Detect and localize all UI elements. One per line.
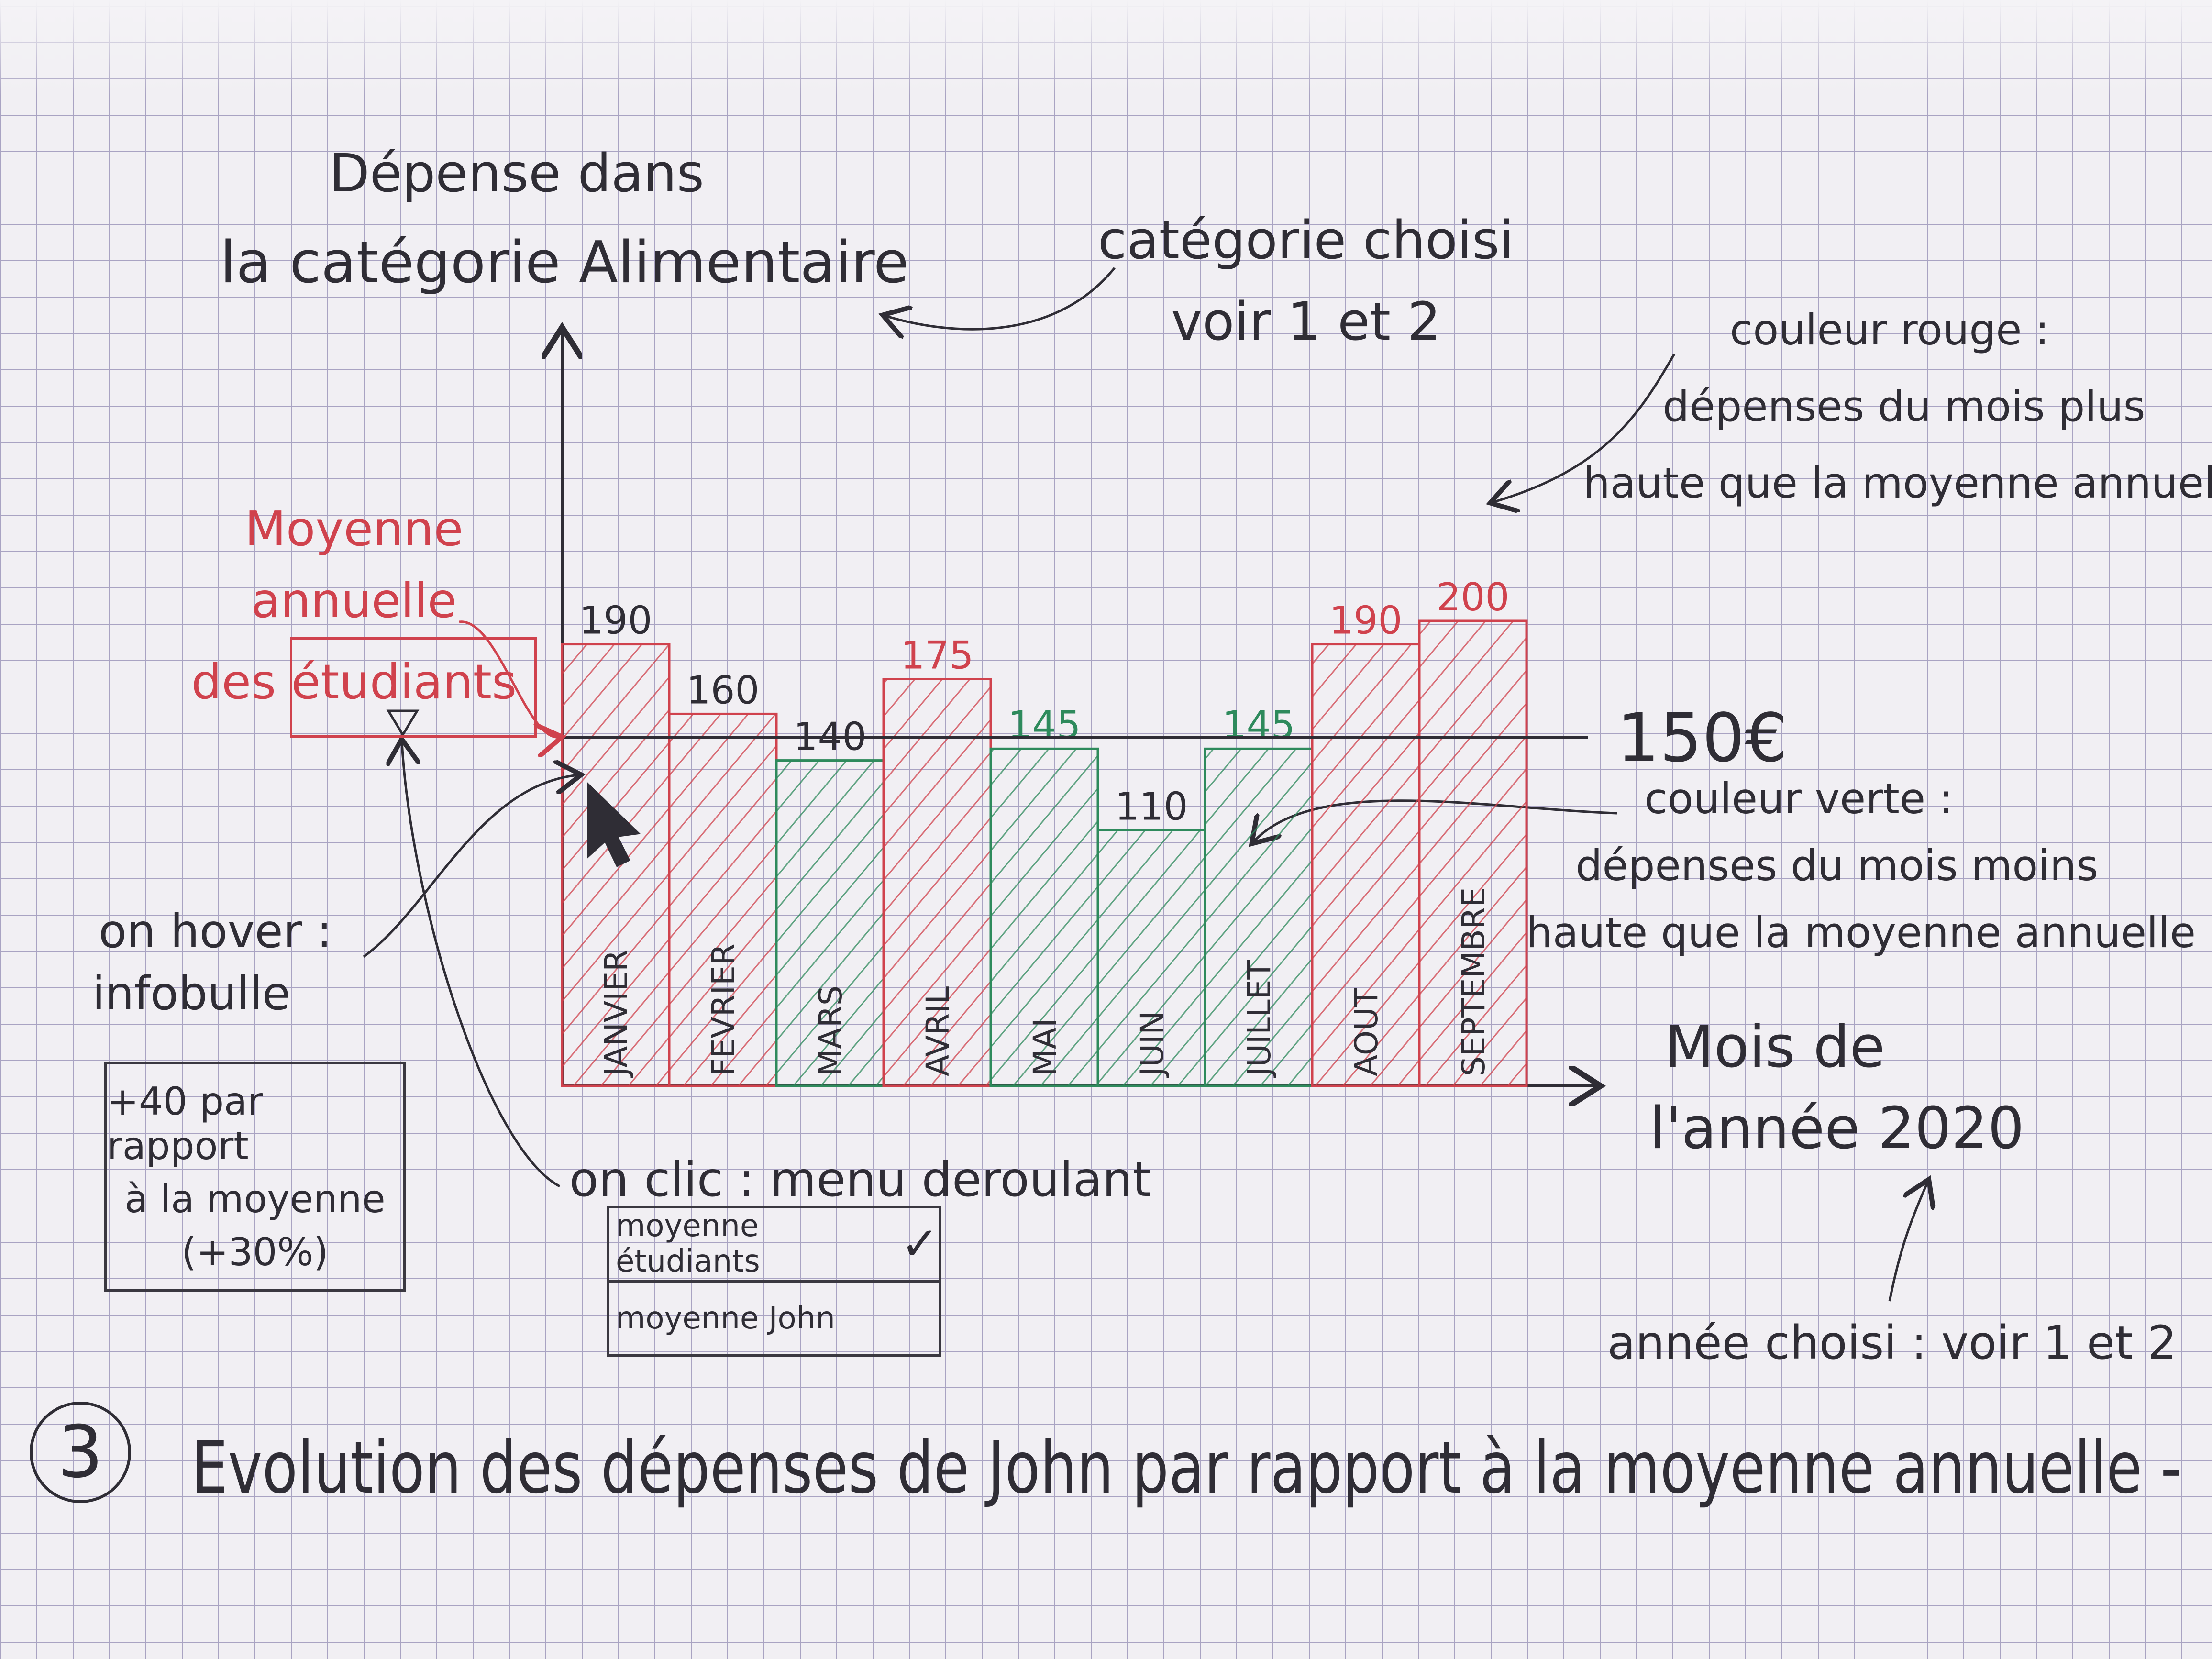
- click-note: on clic : menu deroulant: [569, 1151, 1151, 1207]
- dropdown-caret-icon: [386, 709, 420, 737]
- month-label-janvier: JANVIER: [598, 950, 635, 1078]
- section-number-badge: 3: [30, 1402, 131, 1503]
- category-note-line2: voir 1 et 2: [1171, 291, 1441, 352]
- month-label-aout: AOUT: [1348, 988, 1385, 1076]
- chart-title-line1: Dépense dans: [329, 143, 704, 204]
- red-note-arrow: [1493, 353, 1676, 502]
- green-note-line2: dépenses du mois moins: [1576, 841, 2099, 890]
- hover-note-line1: on hover :: [99, 905, 332, 958]
- ref-1: 1: [1287, 291, 1321, 352]
- year-ref-1: 1: [2043, 1316, 2072, 1370]
- value-label-juin: 110: [1115, 784, 1188, 829]
- month-label-avril: AVRIL: [919, 986, 956, 1076]
- tooltip-line2: à la moyenne: [124, 1177, 386, 1221]
- bar-avril[interactable]: [882, 678, 992, 1087]
- average-legend-arrow: [459, 620, 560, 738]
- ref-2: 2: [1407, 291, 1441, 352]
- checkmark-icon: ✓: [900, 1217, 939, 1271]
- bar-juin[interactable]: [1096, 829, 1206, 1087]
- dropdown-option-label: moyenne John: [616, 1300, 835, 1336]
- bar-aout[interactable]: [1311, 643, 1421, 1087]
- average-legend-line1: Moyenne: [245, 501, 463, 557]
- average-legend-line3: des étudiants: [191, 654, 517, 710]
- year-arrow: [1888, 1182, 1928, 1302]
- value-label-mai: 145: [1008, 703, 1081, 747]
- footer-caption: Evolution des dépenses de John par rappo…: [191, 1427, 2181, 1510]
- month-label-septembre: SEPTEMBRE: [1455, 887, 1492, 1076]
- x-axis-label-line2: l'année 2020: [1649, 1095, 2024, 1162]
- click-arrow: [402, 741, 561, 1188]
- value-label-fevrier: 160: [686, 668, 760, 712]
- section-number: 3: [57, 1411, 103, 1494]
- green-note-line3: haute que la moyenne annuelle: [1526, 908, 2196, 957]
- year-note: année choisi : voir 1 et 2: [1607, 1316, 2177, 1370]
- dropdown-option-john[interactable]: moyenne John: [609, 1280, 939, 1355]
- bar-juillet[interactable]: [1204, 747, 1314, 1087]
- bars-layer: 190JANVIER160FEVRIER140MARS175AVRIL145MA…: [561, 575, 1528, 1087]
- chart-title-line2: la catégorie Alimentaire: [220, 230, 909, 296]
- average-value-label: 150€: [1617, 699, 1787, 777]
- value-label-juillet: 145: [1222, 703, 1295, 747]
- tooltip-line3: (+30%): [181, 1230, 329, 1274]
- bar-septembre[interactable]: [1418, 619, 1528, 1087]
- hover-arrow: [363, 775, 579, 958]
- month-label-mars: MARS: [812, 985, 849, 1076]
- year-ref-2: 2: [2147, 1316, 2177, 1370]
- month-label-fevrier: FEVRIER: [705, 943, 742, 1076]
- average-legend-line2: annuelle: [251, 573, 457, 629]
- hover-note-line2: infobulle: [92, 967, 290, 1020]
- red-note-line3: haute que la moyenne annuelle: [1583, 458, 2212, 508]
- dropdown-option-label: moyenne étudiants: [616, 1208, 760, 1280]
- value-label-septembre: 200: [1437, 575, 1510, 619]
- average-legend-box[interactable]: [290, 637, 537, 738]
- tooltip-line1: +40 par rapport: [107, 1079, 263, 1168]
- month-label-juin: JUIN: [1134, 1011, 1171, 1078]
- month-label-mai: MAI: [1027, 1018, 1063, 1076]
- green-note-line1: couleur verte :: [1644, 774, 1953, 823]
- bar-mars[interactable]: [775, 759, 885, 1087]
- bar-fevrier[interactable]: [668, 712, 778, 1087]
- average-dropdown-menu[interactable]: moyenne étudiants ✓ moyenne John: [607, 1206, 941, 1357]
- bar-mai[interactable]: [989, 747, 1099, 1087]
- value-label-avril: 175: [901, 633, 974, 678]
- x-axis-label-line1: Mois de: [1665, 1014, 1885, 1081]
- category-note-line1: catégorie choisi: [1098, 210, 1514, 271]
- month-label-juillet: JUILLET: [1241, 960, 1278, 1078]
- value-label-janvier: 190: [579, 598, 653, 643]
- red-note-line2: dépenses du mois plus: [1663, 382, 2146, 431]
- value-label-aout: 190: [1329, 598, 1403, 643]
- dropdown-option-students[interactable]: moyenne étudiants ✓: [609, 1208, 939, 1280]
- category-arrow: [885, 267, 1116, 329]
- red-note-line1: couleur rouge :: [1730, 305, 2049, 354]
- hover-tooltip: +40 par rapport à la moyenne (+30%): [104, 1062, 406, 1292]
- cursor-icon: [587, 782, 641, 867]
